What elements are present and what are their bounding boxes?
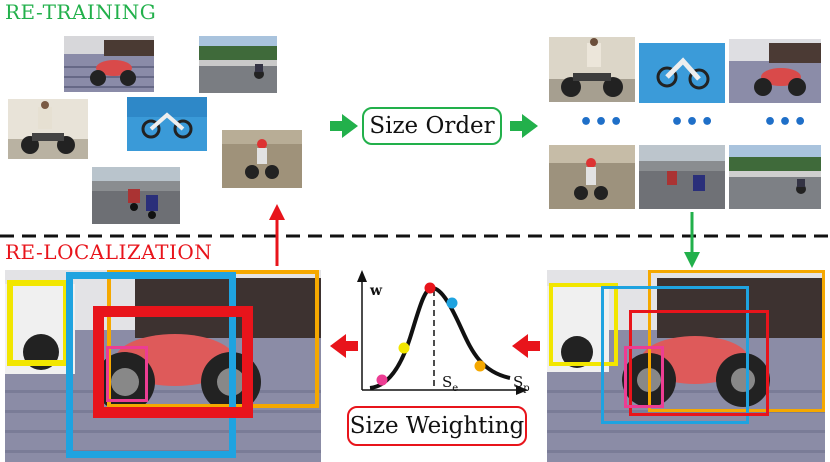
box-red-left	[93, 306, 253, 418]
retraining-label: RE-TRAINING	[5, 0, 157, 24]
size-weighting-box: Size Weighting	[347, 406, 527, 446]
plot-peak-label: Se	[442, 373, 459, 394]
arrow-up-icon	[269, 204, 285, 266]
plot-y-label: w	[370, 283, 383, 299]
arrow-right-icon-1	[330, 114, 358, 138]
arrow-down-icon	[684, 212, 700, 268]
training-image-track-riders	[92, 167, 180, 224]
box-pink-right	[624, 346, 664, 408]
ordered-image-1	[549, 37, 635, 102]
training-image-red-motorcycle	[64, 36, 154, 92]
box-red-right	[629, 310, 769, 416]
ordered-image-5	[639, 145, 725, 209]
ellipsis-2: •••	[670, 110, 716, 135]
ellipsis-3: •••	[763, 110, 809, 135]
training-image-road-rider	[199, 36, 277, 93]
relocalization-label: RE-LOCALIZATION	[5, 240, 213, 264]
arrow-left-icon-2	[512, 334, 540, 358]
box-blue-right	[601, 286, 749, 424]
box-orange-right	[648, 270, 825, 412]
box-pink-left	[106, 346, 148, 402]
box-blue-left	[66, 272, 236, 458]
arrow-left-icon-1	[330, 334, 358, 358]
arrow-right-icon-2	[510, 114, 538, 138]
ordered-image-4	[549, 145, 635, 209]
training-image-rider-motorcycle	[8, 99, 88, 159]
size-weighting-plot	[357, 270, 528, 395]
training-image-motocross-dirt	[222, 130, 302, 188]
training-image-jump-dirtbike	[127, 97, 207, 151]
box-yellow-left	[7, 280, 69, 366]
ordered-image-6	[729, 145, 821, 209]
ellipsis-1: •••	[579, 110, 625, 135]
ordered-image-3	[729, 39, 821, 103]
plot-x-label: Sp	[513, 373, 530, 394]
size-order-box: Size Order	[362, 107, 502, 145]
ordered-image-2	[639, 43, 725, 103]
section-divider	[0, 234, 830, 238]
relocalization-output-image	[5, 270, 321, 462]
box-yellow-right	[549, 283, 618, 366]
